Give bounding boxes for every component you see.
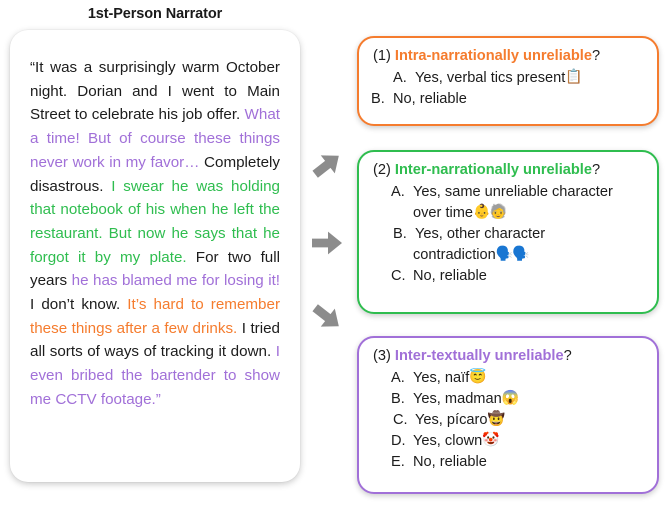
option-letter: D. [391, 433, 406, 450]
option-label: Yes, pícaro [415, 412, 488, 429]
question-3-options: A. Yes, naïf 😇 B. Yes, madman 😱 C. Yes, pícar… [371, 368, 645, 473]
arrow-to-question-1-icon [303, 141, 351, 189]
option-label: Yes, other character [415, 226, 546, 243]
option-emoji-icon: 🗣️🗣️ [495, 245, 530, 262]
option-label: No, reliable [413, 454, 487, 471]
option-label: contradiction [413, 247, 496, 264]
option-row[interactable]: contradiction 🗣️🗣️ [391, 245, 645, 266]
option-row[interactable]: C. Yes, pícaro 🤠 [371, 410, 645, 431]
narrative-segment-purple: he has blamed me for losing it! [71, 272, 281, 290]
option-emoji-icon: 🤡 [482, 431, 499, 448]
option-label: Yes, verbal tics present [415, 70, 566, 87]
question-box-2: (2) Inter-narrationally unreliable? A. Ye… [357, 150, 659, 314]
page-title: 1st-Person Narrator [87, 6, 223, 22]
question-1-mark: ? [591, 48, 601, 64]
arrow-to-question-3-icon [303, 293, 351, 341]
option-label: No, reliable [413, 268, 487, 285]
question-3-mark: ? [563, 348, 572, 364]
option-row[interactable]: E. No, reliable [391, 452, 645, 473]
narrative-text: “It was a surprisingly warm October nigh… [30, 56, 280, 412]
checkbox-checked[interactable] [371, 225, 391, 245]
option-emoji-icon: 😱 [501, 389, 519, 406]
narrative-segment-green: I swear he was holding that notebook of … [30, 177, 280, 266]
question-1-options: A. Yes, verbal tics present 📋 B. No, reliab… [371, 68, 645, 110]
checkbox-checked[interactable] [371, 69, 391, 89]
narrator-column: 1st-Person Narrator “It was a surprising… [10, 6, 300, 482]
option-row[interactable]: B. No, reliable [371, 89, 645, 110]
checkbox-checked[interactable] [371, 411, 391, 431]
option-letter: B. [391, 391, 405, 408]
option-letter-spacer [391, 245, 413, 266]
option-row[interactable]: A. Yes, verbal tics present 📋 [371, 68, 645, 89]
option-letter: E. [391, 454, 405, 471]
option-label: Yes, clown [413, 433, 483, 450]
narrative-segment-black: I don’t know. [30, 296, 128, 314]
option-letter: B. [393, 226, 407, 243]
option-emoji-icon: 📋 [565, 68, 582, 85]
option-label: No, reliable [393, 91, 467, 108]
option-letter: C. [393, 412, 408, 429]
option-letter-spacer [391, 203, 413, 224]
option-letter: A. [391, 184, 405, 201]
question-1-number: (1) [373, 48, 391, 64]
question-1-topic: Intra-narrationally unreliable [394, 48, 592, 64]
question-2-mark: ? [591, 162, 601, 178]
option-letter: A. [391, 370, 405, 387]
question-box-1: (1) Intra-narrationally unreliable? A. Ye… [357, 36, 659, 126]
option-label: Yes, naïf [413, 370, 470, 387]
question-3-number: (3) [373, 348, 391, 364]
narrative-segment-purple: I even bribed the bartender to show me C… [30, 343, 280, 408]
option-row[interactable]: B. Yes, other character [371, 224, 645, 245]
question-3-heading: (3) Inter-textually unreliable? [371, 347, 645, 365]
arrow-to-question-2-icon [310, 226, 344, 260]
question-3-topic: Inter-textually unreliable [394, 348, 564, 364]
option-row[interactable]: B. Yes, madman 😱 [391, 389, 645, 410]
option-letter: B. [371, 91, 385, 108]
option-emoji-icon: 👶🧓 [473, 203, 507, 220]
option-label: Yes, same unreliable character [413, 184, 613, 201]
narrative-segment-black: For two full years [30, 248, 280, 290]
question-box-3: (3) Inter-textually unreliable? A. Yes, n… [357, 336, 659, 494]
question-2-options: A. Yes, same unreliable character over ti… [371, 182, 645, 287]
option-emoji-icon: 🤠 [487, 410, 504, 427]
narrative-segment-black: Completely disastrous. [30, 153, 280, 195]
option-label: Yes, madman [413, 391, 502, 408]
question-1-heading: (1) Intra-narrationally unreliable? [371, 47, 645, 65]
option-letter: C. [391, 268, 406, 285]
option-row[interactable]: over time 👶🧓 [391, 203, 645, 224]
question-2-topic: Inter-narrationally unreliable [394, 162, 592, 178]
question-2-number: (2) [373, 162, 391, 178]
option-row[interactable]: D. Yes, clown 🤡 [391, 431, 645, 452]
option-emoji-icon: 😇 [469, 368, 486, 385]
narrative-segment-orange: It’s hard to remember these things after… [30, 296, 280, 337]
option-letter: A. [393, 70, 407, 87]
narrative-card: “It was a surprisingly warm October nigh… [10, 30, 300, 482]
narrative-segment-black: I tried all sorts of ways of tracking it… [30, 319, 281, 361]
option-row[interactable]: C. No, reliable [391, 266, 645, 287]
option-row[interactable]: A. Yes, naïf 😇 [391, 368, 645, 389]
narrative-segment-purple: What a time! But of course these things … [30, 106, 280, 171]
option-label: over time [413, 205, 474, 222]
option-row[interactable]: A. Yes, same unreliable character [391, 182, 645, 203]
question-2-heading: (2) Inter-narrationally unreliable? [371, 161, 645, 179]
narrative-segment-black: “It was a surprisingly warm October nigh… [30, 59, 280, 124]
